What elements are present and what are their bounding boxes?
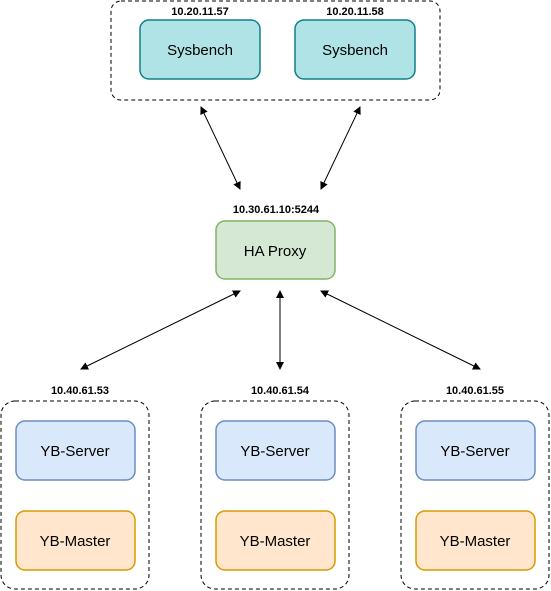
connector-proxy-node1 <box>80 290 241 370</box>
yb-server-node-2-label: YB-Server <box>240 443 309 460</box>
node-2-container <box>200 400 350 590</box>
connector-proxy-node3 <box>320 290 481 370</box>
node-1-ip: 10.40.61.53 <box>51 385 109 397</box>
client-2-ip: 10.20.11.58 <box>326 6 384 18</box>
yb-master-node-1[interactable]: YB-Master <box>15 510 136 571</box>
yb-master-node-2-label: YB-Master <box>240 533 311 550</box>
client-group-container <box>110 0 441 101</box>
yb-master-node-3[interactable]: YB-Master <box>415 510 536 571</box>
yb-server-node-2[interactable]: YB-Server <box>215 420 336 481</box>
sysbench-node-2-label: Sysbench <box>322 42 388 59</box>
sysbench-node-1[interactable]: Sysbench <box>139 19 261 80</box>
node-3-container <box>400 400 550 590</box>
yb-server-node-1-label: YB-Server <box>40 443 109 460</box>
yb-server-node-1[interactable]: YB-Server <box>15 420 136 481</box>
connector-client1-proxy <box>200 106 241 190</box>
sysbench-node-2[interactable]: Sysbench <box>294 19 416 80</box>
proxy-ip: 10.30.61.10:5244 <box>233 204 320 216</box>
yb-server-node-3-label: YB-Server <box>440 443 509 460</box>
node-2-ip: 10.40.61.54 <box>251 385 310 397</box>
yb-server-node-3[interactable]: YB-Server <box>415 420 536 481</box>
ha-proxy-node[interactable]: HA Proxy <box>215 220 336 280</box>
ha-proxy-label: HA Proxy <box>244 243 307 260</box>
node-3-ip: 10.40.61.55 <box>446 385 504 397</box>
sysbench-node-1-label: Sysbench <box>167 42 233 59</box>
connector-client2-proxy <box>320 106 361 190</box>
yb-master-node-1-label: YB-Master <box>40 533 111 550</box>
client-1-ip: 10.20.11.57 <box>171 6 229 18</box>
yb-master-node-3-label: YB-Master <box>440 533 511 550</box>
yb-master-node-2[interactable]: YB-Master <box>215 510 336 571</box>
node-1-container <box>0 400 150 590</box>
